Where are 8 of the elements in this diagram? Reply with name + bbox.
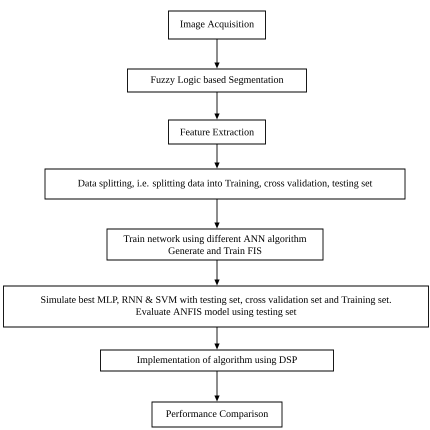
process-box: Feature Extraction (168, 120, 266, 144)
process-box: Image Acquisition (168, 10, 266, 40)
process-box: Fuzzy Logic based Segmentation (127, 68, 307, 92)
process-box: Implementation of algorithm using DSP (100, 350, 334, 372)
process-box: Performance Comparison (152, 402, 282, 428)
process-box: Simulate best MLP, RNN & SVM with testing set, cross validation set and Training set. Evaluate ANFIS model using testing set (3, 286, 429, 328)
process-box: Train network using different ANN algorithm Generate and Train FIS (106, 228, 324, 260)
process-box: Data splitting, i.e. splitting data into Training, cross validation, testing set (44, 168, 406, 200)
